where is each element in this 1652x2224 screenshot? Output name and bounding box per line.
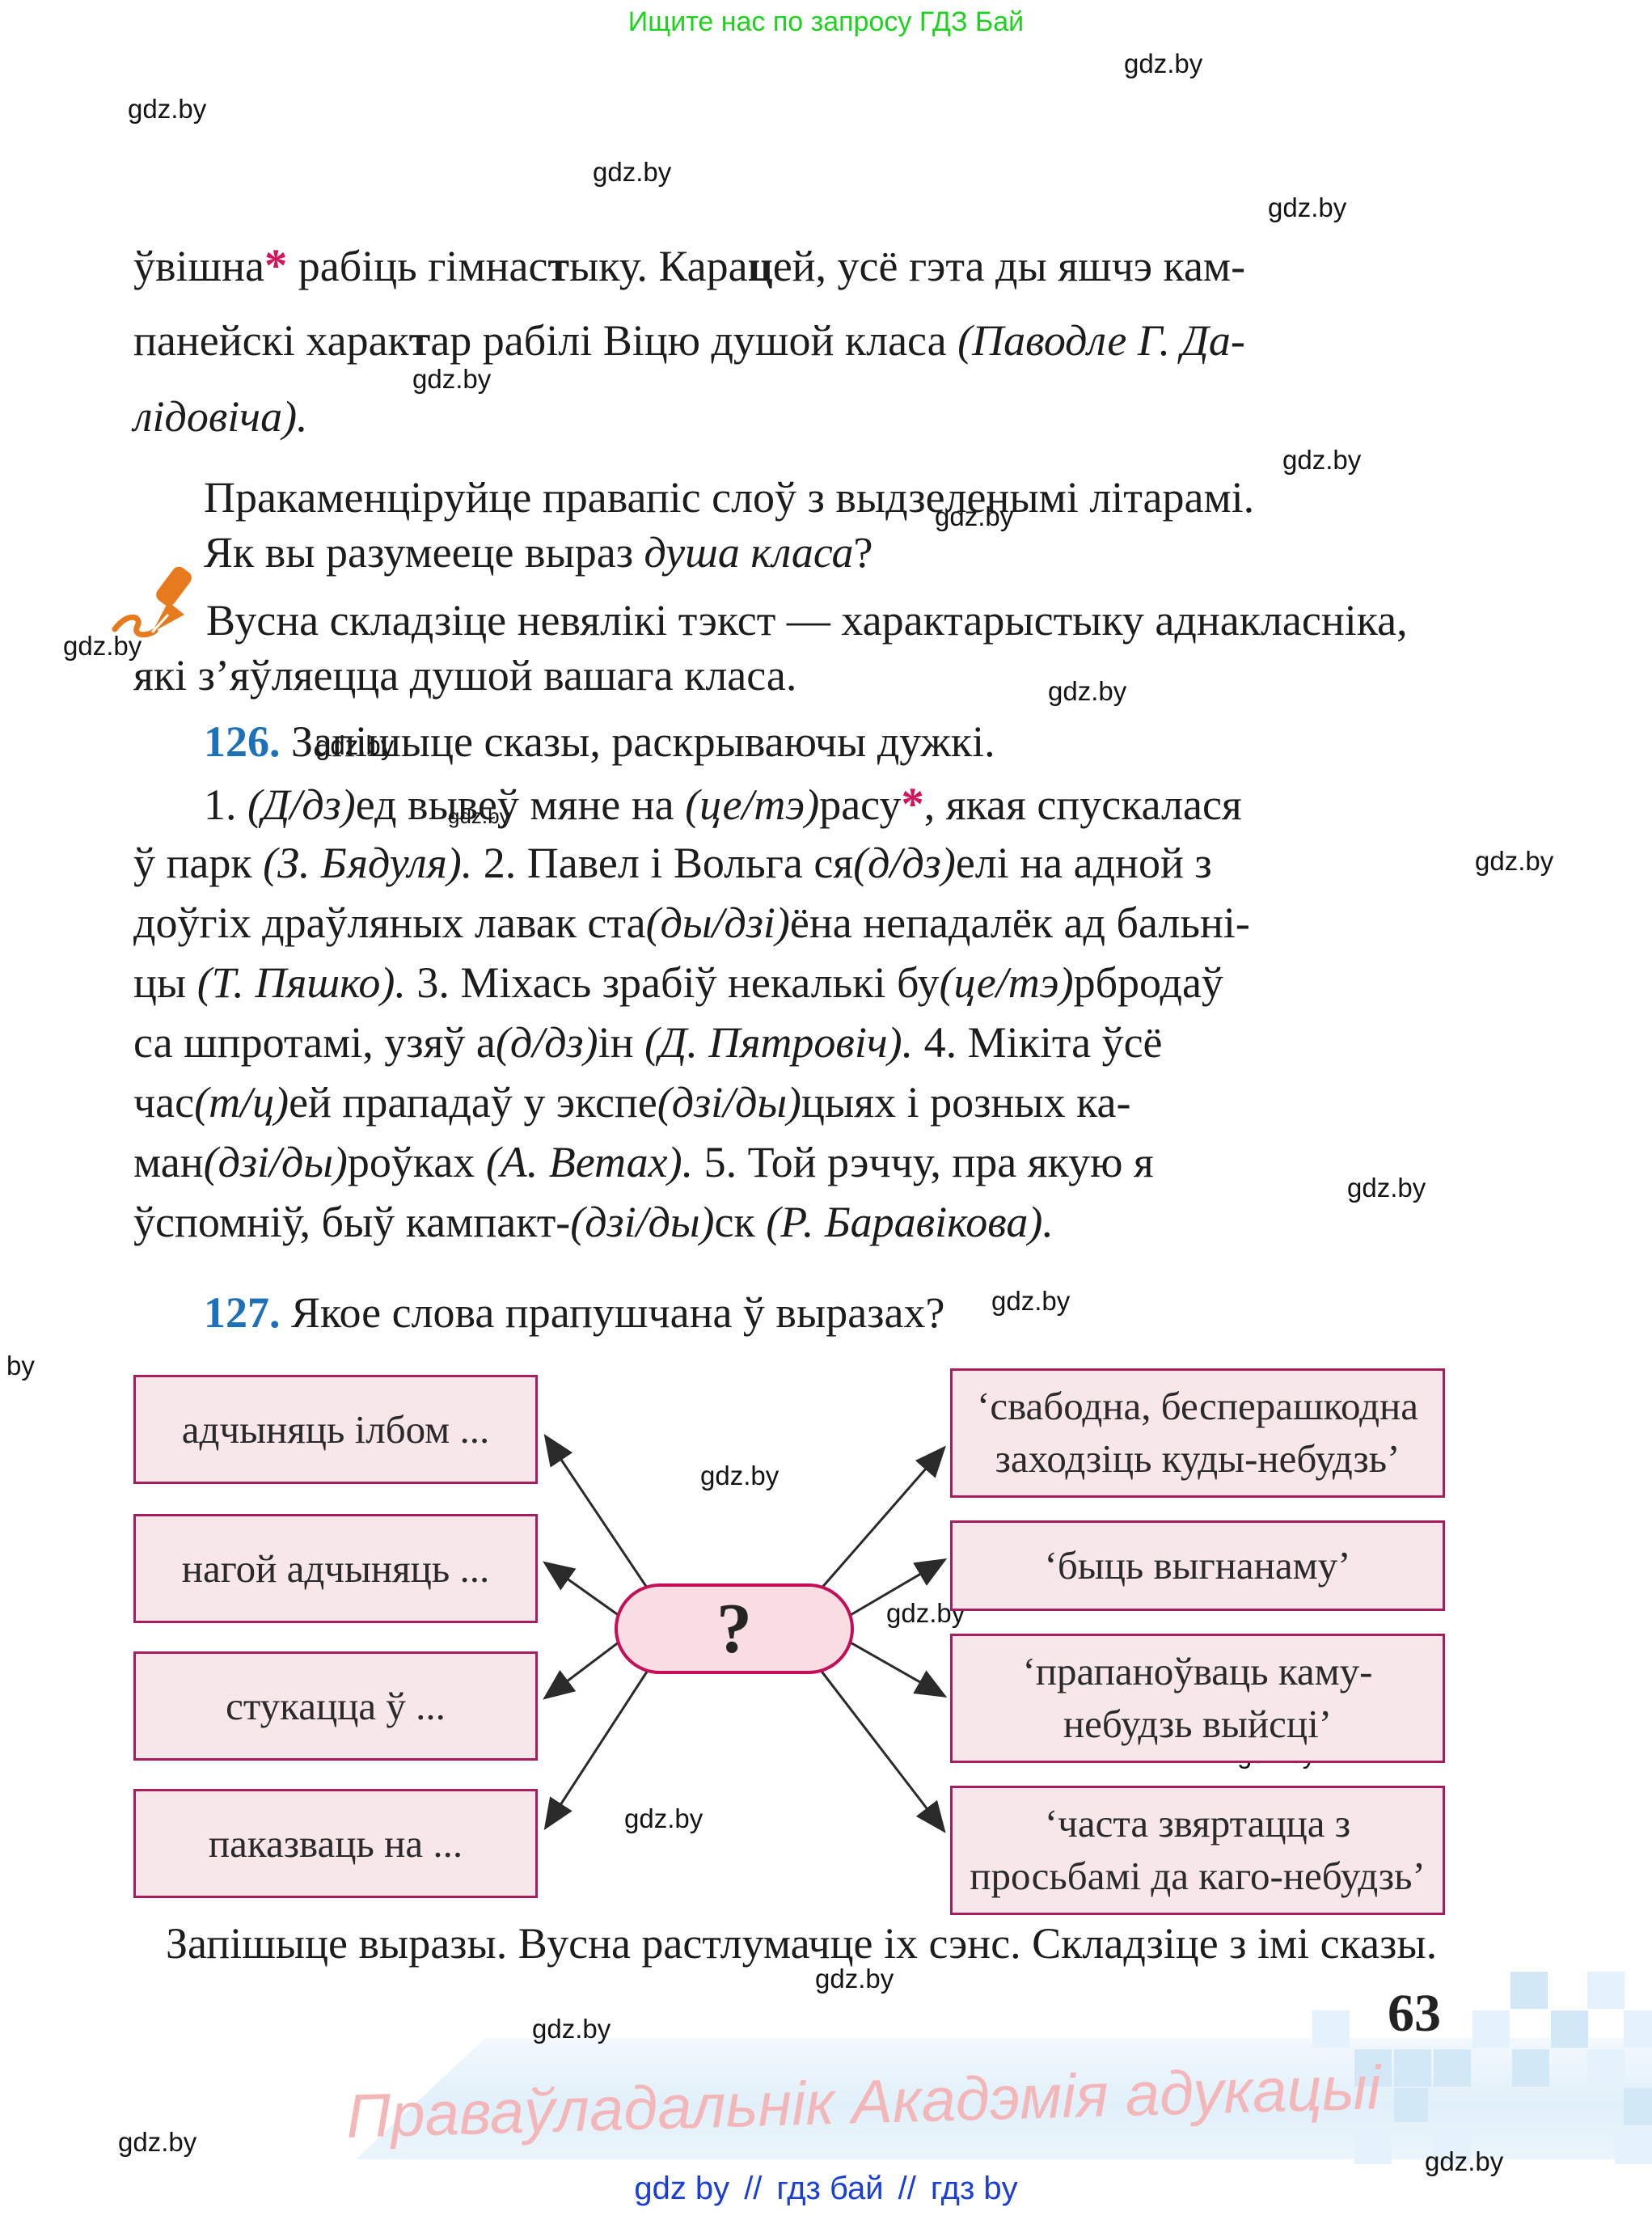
decor-square	[1354, 2049, 1392, 2087]
exercise-126-header: 126. Запішыце сказы, раскрываючы дужкі.	[204, 717, 995, 766]
decor-square	[1434, 2127, 1471, 2164]
footer-link-3[interactable]: гдз by	[930, 2171, 1018, 2206]
sentence-line-7: ман(дзі/ды)роўках (А. Ветах). 5. Той рэч…	[133, 1138, 1154, 1186]
diagram-arrow-2	[543, 1561, 620, 1617]
question-mark-label: ?	[716, 1589, 752, 1668]
decor-square	[1587, 2049, 1625, 2087]
text-line-2: панейскі характар рабілі Віцю душой клас…	[133, 316, 1245, 365]
gdzby-watermark: gdz.by	[1282, 445, 1362, 475]
decor-square	[1434, 2049, 1471, 2087]
decor-square	[1394, 2049, 1431, 2087]
footer-link-1[interactable]: gdz by	[634, 2171, 730, 2206]
gdzby-watermark: gdz.by	[532, 2014, 611, 2044]
footer-task: Запішыце выразы. Вусна растлумачце іх сэ…	[166, 1919, 1438, 1968]
task-line-2: Як вы разумееце выраз душа класа?	[204, 528, 873, 577]
decor-square	[1512, 2049, 1549, 2087]
gdzby-watermark: gdz.by	[593, 157, 672, 187]
diagram-arrow-4	[543, 1668, 650, 1831]
phrase-box-2: нагой адчыняць ...	[133, 1514, 538, 1623]
footer-link-2[interactable]: гдз бай	[776, 2171, 884, 2206]
sentence-line-1: 1. (Д/дз)ед вывеў мяне на (це/тэ)расу*, …	[204, 779, 1242, 830]
link-separator: //	[898, 2171, 916, 2206]
phrase-box-1: адчыняць ілбом ...	[133, 1375, 538, 1484]
sentence-line-4: цы (Т. Пяшко). 3. Міхась зрабіў некалькі…	[133, 958, 1223, 1007]
decor-square	[1394, 2088, 1428, 2122]
sentence-line-2: ў парк (З. Бядуля). 2. Павел і Вольга ся…	[133, 839, 1212, 887]
promo-banner: Ищите нас по запросу ГДЗ Бай	[627, 6, 1025, 37]
sentence-line-5: са шпротамі, узяў а(д/дз)ін (Д. Пятровіч…	[133, 1018, 1163, 1067]
gdzby-watermark: gdz.by	[412, 364, 492, 394]
gdzby-watermark: gdz.by	[1475, 846, 1554, 876]
phrase-box-3: стукацца ў ...	[133, 1651, 538, 1761]
sentence-line-3: доўгіх драўляных лавак ста(ды/дзі)ёна не…	[133, 898, 1250, 947]
meaning-box-2: ‘быць выгнанаму’	[950, 1520, 1445, 1611]
gdzby-watermark: gdz.by	[700, 1461, 780, 1490]
gdzby-watermark: gdz.by	[991, 1286, 1071, 1316]
diagram-arrow-7	[848, 1640, 948, 1698]
meaning-box-3: ‘прапаноўваць каму-небудзь выйсці’	[950, 1634, 1445, 1763]
decor-square	[1551, 2010, 1588, 2048]
exercise-127-header: 127. Якое слова прапушчана ў выразах?	[204, 1288, 945, 1337]
task-line-1: Пракаменціруйце правапіс слоў з выдзелен…	[204, 473, 1255, 522]
gdzby-watermark: gdz.by	[63, 631, 142, 661]
gdzby-watermark: gdz.by	[935, 501, 1014, 531]
diagram-arrow-8	[818, 1668, 946, 1833]
gdzby-watermark: by	[6, 1351, 35, 1380]
page-number: 63	[1388, 1984, 1441, 2043]
task-line-3: Вусна складзіце невялікі тэкст — характа…	[206, 596, 1408, 645]
task-line-4: які з’яўляецца душой вашага класа.	[133, 651, 797, 700]
gdzby-watermark: gdz.by	[1048, 676, 1127, 706]
diagram-arrow-5	[818, 1445, 946, 1591]
question-node: ?	[615, 1583, 854, 1674]
gdzby-watermark: gdz.by	[624, 1803, 703, 1833]
gdzby-watermark: gdz.by	[1268, 192, 1347, 222]
phrase-box-4: паказваць на ...	[133, 1789, 538, 1898]
gdzby-watermark: gdz.by	[1124, 49, 1203, 78]
text-line-3: лідовіча).	[133, 392, 308, 441]
sentence-line-6: час(т/ц)ей прападаў у экспе(дзі/ды)цыях …	[133, 1078, 1131, 1127]
diagram-arrow-3	[543, 1640, 620, 1700]
gdzby-watermark: gdz.by	[118, 2127, 197, 2157]
decor-square	[1312, 2010, 1350, 2048]
gdzby-watermark: gdz.by	[448, 804, 510, 828]
sentence-line-8: ўспомніў, быў кампакт-(дзі/ды)ск (Р. Бар…	[133, 1198, 1054, 1246]
gdzby-watermark: gdz.by	[1425, 2146, 1504, 2176]
decor-square	[1510, 1972, 1548, 2009]
link-separator: //	[744, 2171, 763, 2206]
decor-square	[1587, 1972, 1625, 2009]
gdzby-watermark: gdz.by	[815, 1964, 894, 1994]
text-line-1: ўвішна* рабіць гімнастыку. Карацей, усё …	[133, 240, 1246, 291]
decor-square	[1624, 2088, 1652, 2125]
gdzby-watermark: gdz.by	[315, 730, 395, 760]
pencil-icon	[110, 564, 201, 649]
footer-links: gdz by // гдз бай // гдз by	[0, 2171, 1652, 2207]
decor-square	[1354, 2127, 1392, 2164]
gdzby-watermark: gdz.by	[1347, 1173, 1426, 1203]
decor-square	[1472, 2010, 1510, 2048]
gdzby-watermark: gdz.by	[128, 94, 207, 124]
decor-square	[1624, 2010, 1652, 2048]
decor-square	[1615, 2127, 1652, 2164]
diagram-arrow-1	[543, 1434, 650, 1591]
